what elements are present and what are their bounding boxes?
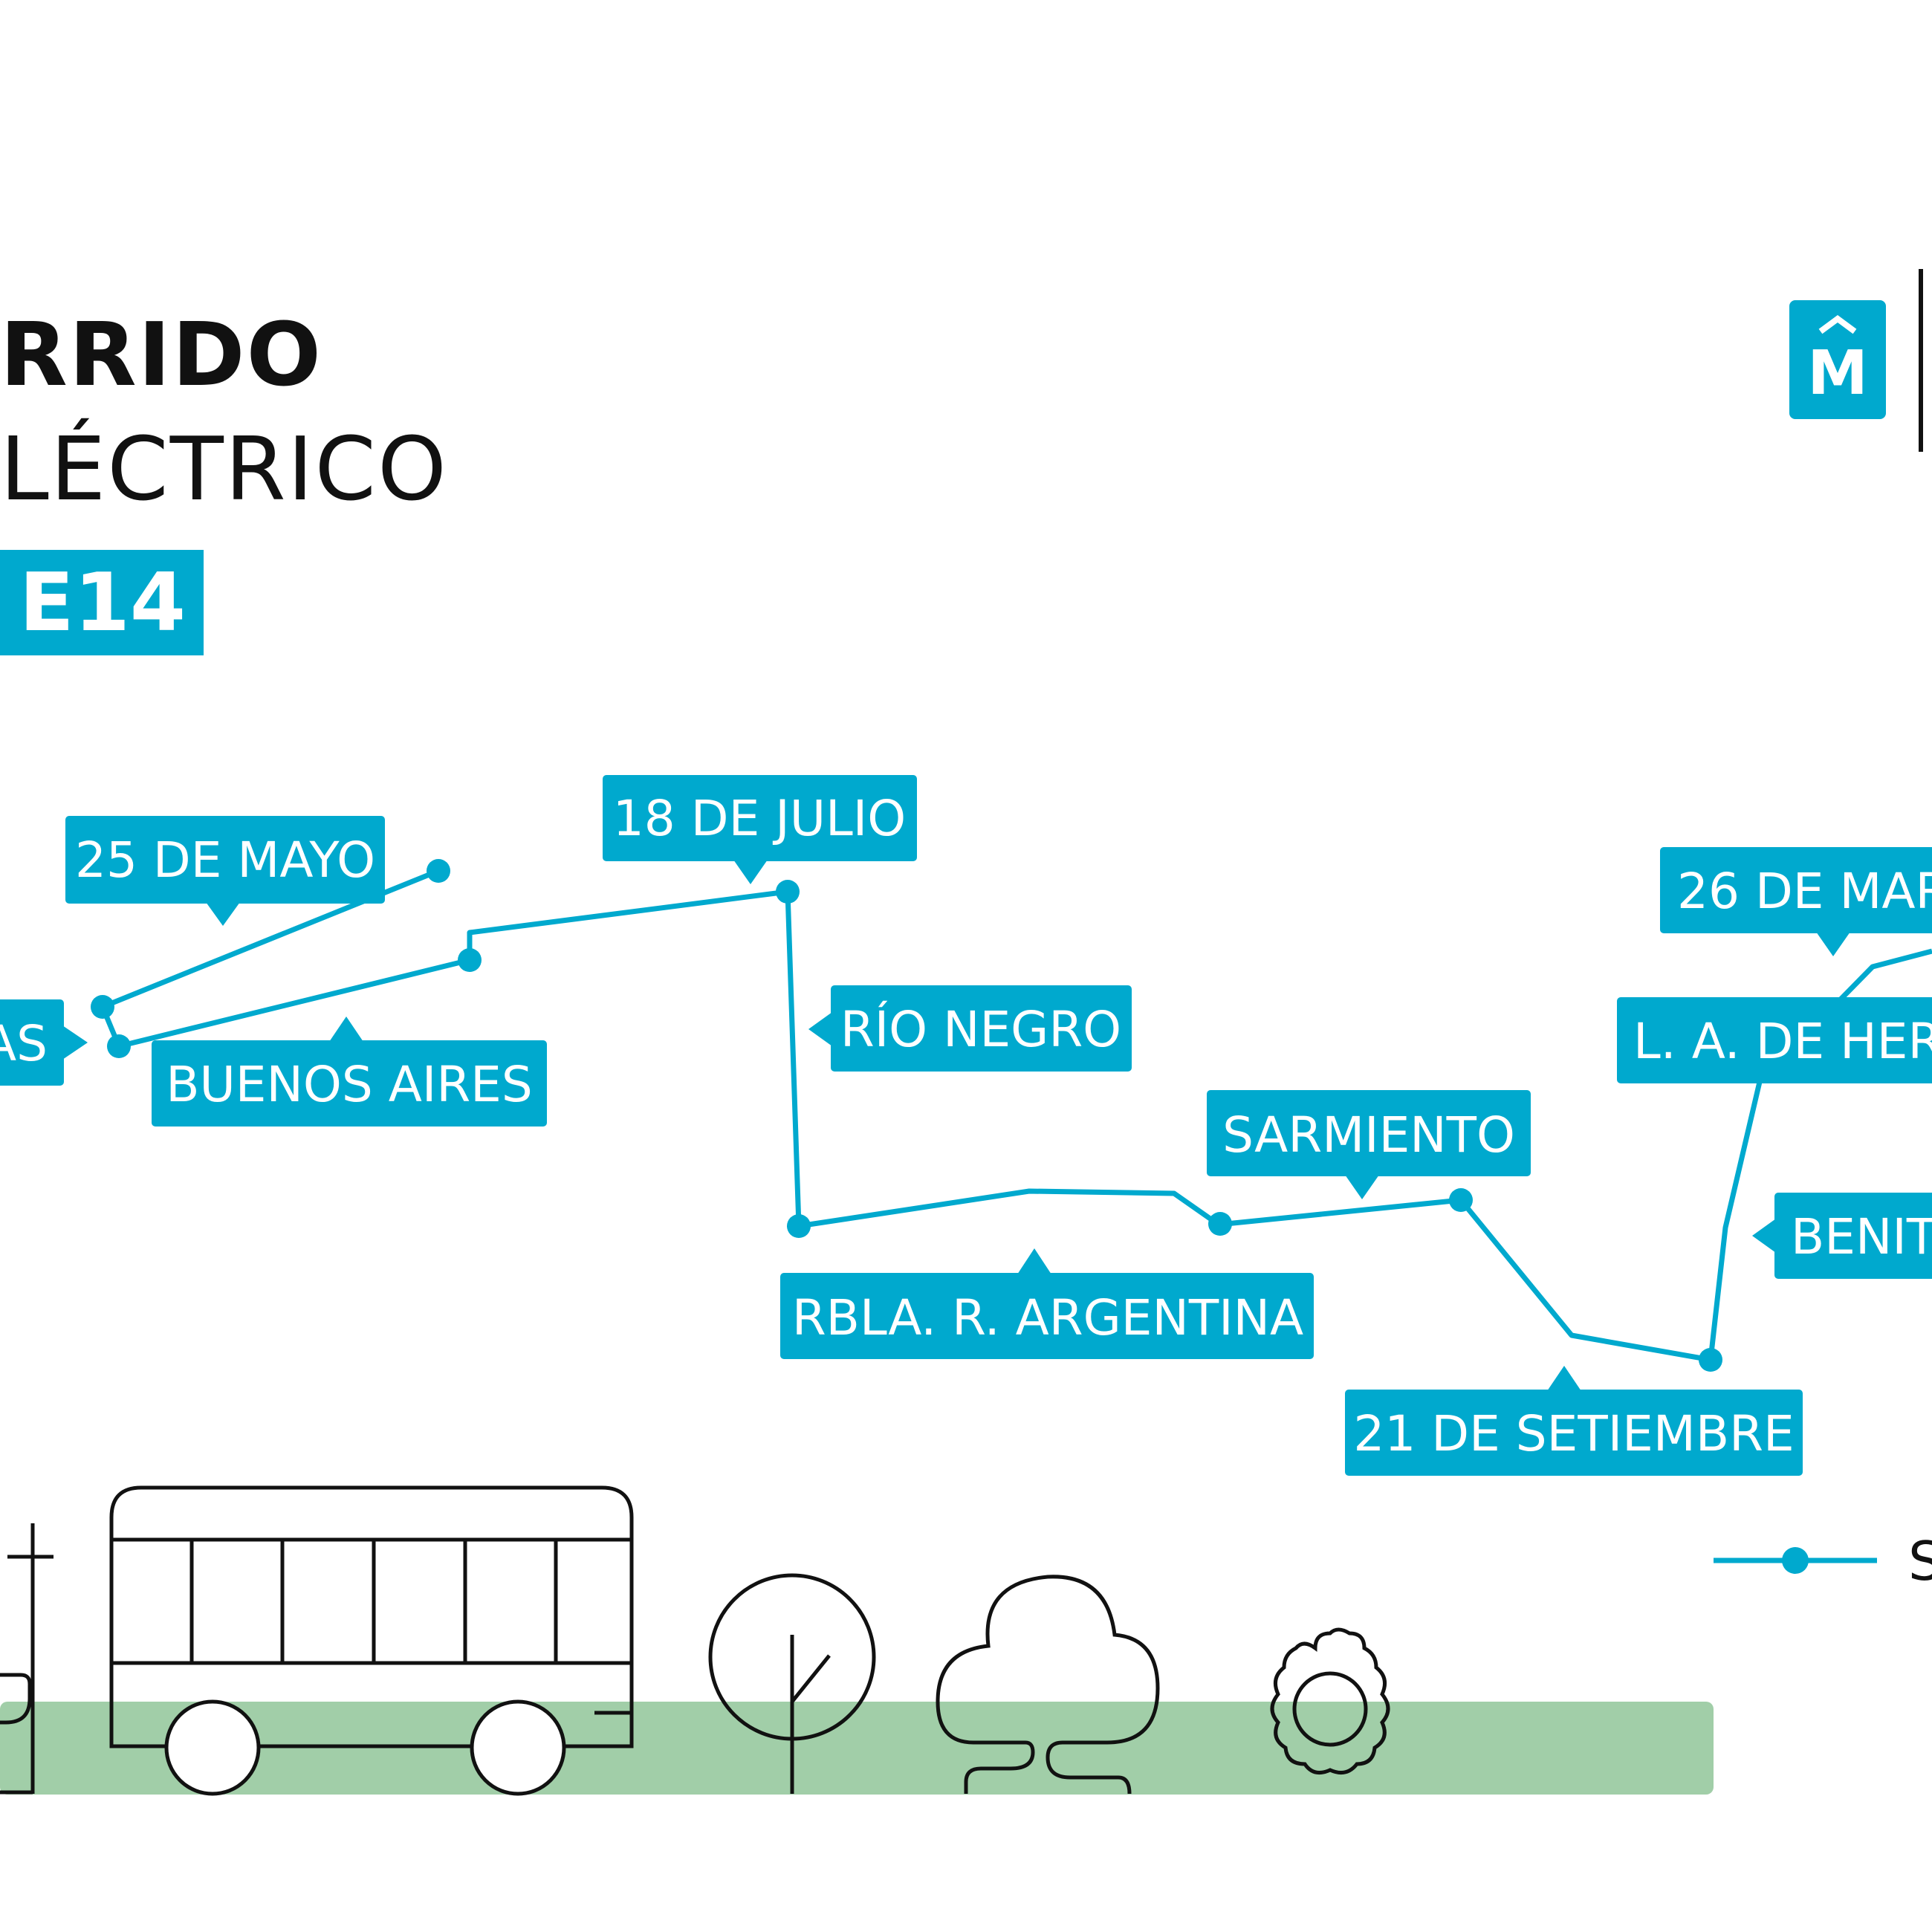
svg-text:RÍO NEGRO: RÍO NEGRO [840,1000,1121,1058]
stop-dot [1699,1348,1722,1372]
svg-text:S: S [1908,1530,1932,1592]
legend: S [1714,1530,1932,1592]
flower-icon [1270,1627,1390,1775]
bus-wheel [164,1699,261,1796]
title-line-2: LÉCTRICO [0,418,448,520]
cloud-tree-icon [936,1575,1160,1795]
svg-text:BENIT: BENIT [1791,1208,1932,1265]
stop-label-sarmiento: SARMIENTO [1207,1090,1531,1199]
logo-divider [1919,269,1923,452]
svg-text:L. A. DE HERR: L. A. DE HERR [1633,1013,1932,1070]
round-tree-icon [708,1573,876,1794]
bus-wheel [470,1699,566,1796]
svg-text:21 DE SETIEMBRE: 21 DE SETIEMBRE [1353,1405,1794,1462]
logo-hat-icon [1818,315,1857,334]
stop-dot [1208,1212,1232,1236]
stop-label-rbla-r-argentina: RBLA. R. ARGENTINA [780,1248,1314,1359]
stop-label-buenos-aires: BUENOS AIRES [152,1017,547,1127]
ground-strip [0,1702,1714,1795]
stop-label-l-a-de-herr: L. A. DE HERR [1617,997,1932,1083]
stop-dot [458,948,482,972]
logo-letter: M [1807,338,1868,409]
stop-dot [427,859,450,883]
stop-label-21-de-setiembre: 21 DE SETIEMBRE [1345,1366,1803,1476]
route-line [100,868,1932,1363]
title-line-1: RRIDO [0,303,322,406]
svg-text:26 DE MAR: 26 DE MAR [1677,863,1932,920]
svg-text:25 DE MAYO: 25 DE MAYO [75,832,375,889]
svg-text:SARMIENTO: SARMIENTO [1222,1106,1515,1164]
stop-dot [787,1214,811,1238]
stop-dot [776,880,800,904]
legend-dot [1782,1547,1809,1574]
street-pole-icon [0,1523,54,1795]
svg-text:18 DE JULIO: 18 DE JULIO [613,790,906,847]
stop-label-benit: BENIT [1752,1193,1932,1279]
svg-text:AS: AS [0,1015,48,1072]
stop-dot [91,995,114,1019]
svg-text:RBLA. R. ARGENTINA: RBLA. R. ARGENTINA [792,1289,1303,1346]
stop-label-as: AS [0,999,88,1086]
route-stops [91,859,1722,1372]
bus-icon [109,1485,634,1796]
stop-label-25-de-mayo: 25 DE MAYO [65,816,385,926]
stop-dot [107,1034,131,1058]
stop-label-26-de-mar: 26 DE MAR [1660,847,1932,956]
svg-text:BUENOS AIRES: BUENOS AIRES [166,1056,533,1113]
stop-label-rio-negro: RÍO NEGRO [808,985,1132,1072]
montevideo-logo: M [1789,300,1886,419]
line-badge: A E14 [0,550,204,655]
stop-label-18-de-julio: 18 DE JULIO [603,775,917,884]
stop-dot [1449,1188,1473,1212]
